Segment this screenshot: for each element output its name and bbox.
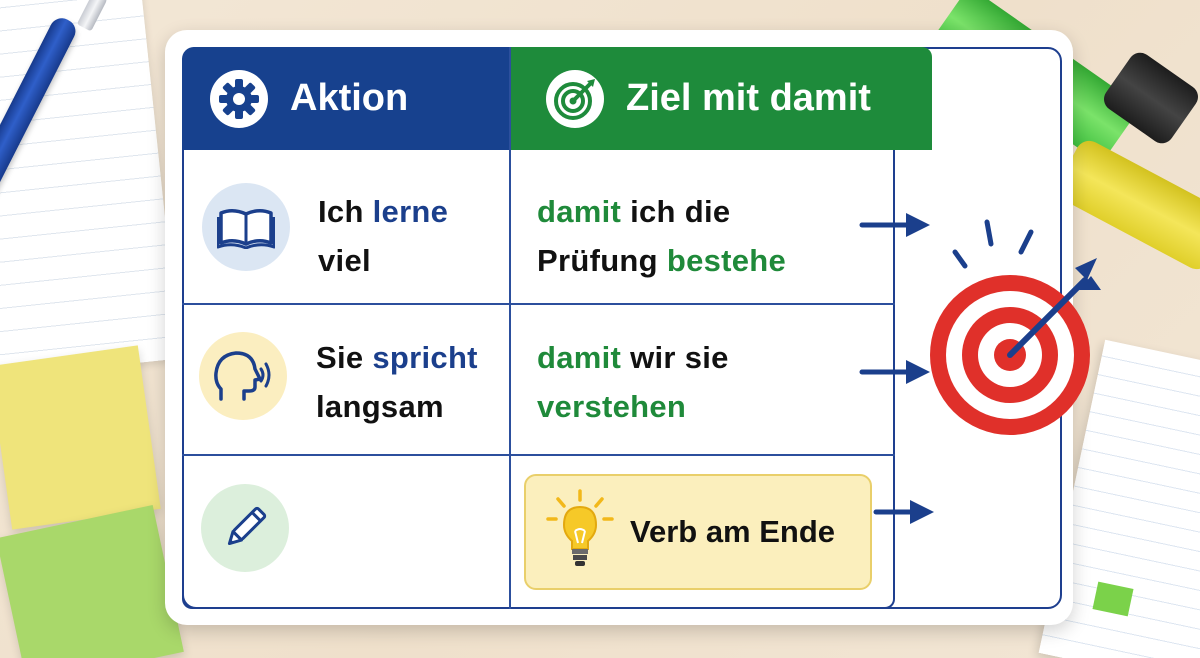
header-goal-label: Ziel mit damit xyxy=(626,77,871,119)
row-divider-2 xyxy=(182,454,895,456)
row2-goal-verb: verstehen xyxy=(537,389,687,424)
arrow-right-icon xyxy=(859,213,930,237)
gear-icon xyxy=(210,69,268,128)
column-divider xyxy=(509,47,511,609)
target-icon xyxy=(546,69,604,128)
row2-goal-text: damit wir sie verstehen xyxy=(537,333,729,431)
row1-goal-noun: Prüfung xyxy=(537,243,667,278)
row-divider-1 xyxy=(182,303,895,305)
open-book-icon xyxy=(202,183,290,271)
row2-action-text: Sie spricht langsam xyxy=(316,333,478,431)
row1-goal-line1-rest: ich die xyxy=(621,194,731,229)
row1-action-word1: Ich xyxy=(318,194,373,229)
tip-box: Verb am Ende xyxy=(524,474,872,590)
arrow-right-icon xyxy=(873,500,934,524)
row2-action-word1: Sie xyxy=(316,340,373,375)
row2-action-line2: langsam xyxy=(316,389,444,424)
dartboard-icon xyxy=(930,219,1101,435)
row2-action-verb: spricht xyxy=(372,340,478,375)
row1-goal-text: damit ich die Prüfung bestehe xyxy=(537,187,786,285)
pencil-icon xyxy=(201,484,289,572)
row1-goal-damit: damit xyxy=(537,194,622,229)
row1-action-line2: viel xyxy=(318,243,371,278)
row2-goal-line1-rest: wir sie xyxy=(621,340,729,375)
header-action: Aktion xyxy=(182,47,510,150)
header-action-label: Aktion xyxy=(290,77,409,119)
notepad-background xyxy=(0,0,180,380)
tip-text: Verb am Ende xyxy=(630,514,836,549)
row2-goal-damit: damit xyxy=(537,340,622,375)
row1-action-text: Ich lerne viel xyxy=(318,187,448,285)
header-goal: Ziel mit damit xyxy=(510,47,932,150)
table-body xyxy=(182,150,895,609)
row1-action-verb: lerne xyxy=(372,194,449,229)
speaking-head-icon xyxy=(199,332,287,420)
lightbulb-icon xyxy=(542,487,618,577)
row1-goal-verb: bestehe xyxy=(666,243,787,278)
arrow-right-icon xyxy=(859,360,930,384)
sticky-note-green xyxy=(0,505,184,658)
sticky-note-yellow xyxy=(0,345,161,530)
